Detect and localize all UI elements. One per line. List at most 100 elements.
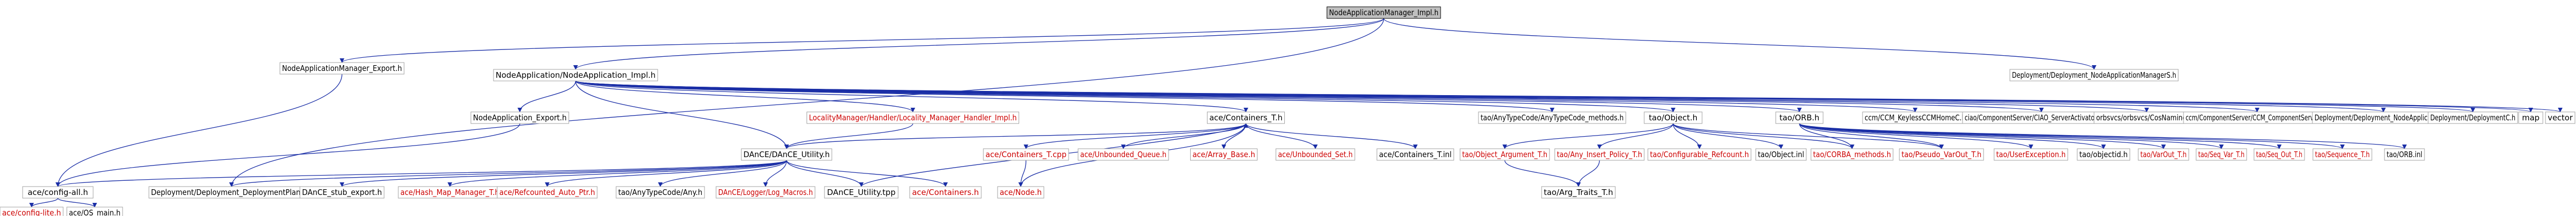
- node-box: [2196, 148, 2247, 161]
- node-containers-inl[interactable]: ace/Containers_T.inl: [1376, 148, 1454, 161]
- node-na-export[interactable]: NodeApplication_Export.h: [470, 111, 569, 124]
- node-containers-cpp[interactable]: ace/Containers_T.cpp: [983, 148, 1069, 161]
- node-box: [2545, 111, 2575, 124]
- node-ccm-keys[interactable]: ccm/CCM_KeylessCCMHomeC.h: [1862, 111, 1968, 124]
- node-anytypecode-any[interactable]: tao/AnyTypeCode/Any.h: [616, 186, 705, 199]
- node-label: tao/Sequence_T.h: [2315, 150, 2370, 160]
- node-dd-namS[interactable]: Deployment/Deployment_NodeApplicationMan…: [2009, 69, 2179, 81]
- node-containers[interactable]: ace/Containers_T.h: [1207, 111, 1285, 124]
- node-ace-containers[interactable]: ace/Containers.h: [909, 186, 982, 199]
- node-nam-export[interactable]: NodeApplicationManager_Export.h: [279, 62, 405, 75]
- node-box: [2384, 148, 2425, 161]
- node-corba-methods[interactable]: tao/CORBA_methods.h: [1810, 148, 1894, 161]
- edge-tao_object-to-object_argument: [1502, 123, 1674, 149]
- node-label: tao/Object_Argument_T.h: [1462, 150, 1547, 160]
- node-label: ace/Containers_T.cpp: [985, 150, 1066, 160]
- node-orbsvcs[interactable]: orbsvcs/orbsvcs/CosNamingC.h: [2094, 111, 2200, 124]
- edge-tao_object-to-pseudo_var_out: [1673, 123, 1944, 149]
- edges-layer: [29, 18, 2562, 208]
- node-unbounded-queue[interactable]: ace/Unbounded_Queue.h: [1078, 148, 1169, 161]
- node-ace-node[interactable]: ace/Node.h: [997, 186, 1044, 199]
- node-label: tao/objectid.h: [2079, 150, 2128, 159]
- node-unbounded-set[interactable]: ace/Unbounded_Set.h: [1275, 148, 1355, 161]
- node-label: tao/Seq_Out_T.h: [2256, 150, 2302, 160]
- edge-nai-to-ccm_cs: [575, 80, 2259, 112]
- node-dance-utility-tpp[interactable]: DAnCE_Utility.tpp: [824, 186, 899, 199]
- node-box: [983, 148, 1069, 161]
- edge-nai-to-dance_utility: [575, 80, 789, 149]
- node-refcounted-auto[interactable]: ace/Refcounted_Auto_Ptr.h: [497, 186, 598, 199]
- node-label: tao/Configurable_Refcount.h: [1650, 150, 1749, 160]
- node-config-lite[interactable]: ace/config-lite.h: [0, 207, 64, 216]
- node-box: [0, 207, 64, 216]
- node-object-inl[interactable]: tao/Object.inl: [1755, 148, 1807, 161]
- node-var-out[interactable]: tao/VarOut_T.h: [2138, 148, 2189, 161]
- node-box: [22, 186, 94, 199]
- edge-nai-to-ciao_server: [575, 80, 2044, 112]
- nodes-layer: NodeApplicationManager_Impl.hNodeApplica…: [0, 6, 2575, 216]
- edge-nai-to-na_export: [517, 80, 576, 112]
- node-any-insert[interactable]: tao/Any_Insert_Policy_T.h: [1554, 148, 1645, 161]
- edge-containers_cpp-to-ace_node: [1018, 160, 1027, 187]
- node-seq-var[interactable]: tao/Seq_Var_T.h: [2196, 148, 2247, 161]
- node-tao-object[interactable]: tao/Object.h: [1644, 111, 1703, 124]
- edge-nai-to-vector: [575, 80, 2562, 112]
- node-tao-orb[interactable]: tao/ORB.h: [1775, 111, 1824, 124]
- node-orb-inl[interactable]: tao/ORB.inl: [2384, 148, 2425, 161]
- edge-config_all-to-config_lite: [29, 198, 58, 208]
- node-anytypecode-methods[interactable]: tao/AnyTypeCode/AnyTypeCode_methods.h: [1478, 111, 1626, 124]
- node-dd-planc[interactable]: Deployment/Deployment_DeploymentPlanC.h: [148, 186, 315, 199]
- node-sequence-t[interactable]: tao/Sequence_T.h: [2312, 148, 2372, 161]
- node-dance-export[interactable]: DAnCE_stub_export.h: [299, 186, 385, 199]
- node-label: NodeApplicationManager_Export.h: [282, 64, 402, 74]
- edge-dance_utility-to-dance_logger: [763, 160, 787, 187]
- node-os-main[interactable]: ace/OS_main.h: [66, 207, 123, 216]
- node-label: ace/Refcounted_Auto_Ptr.h: [499, 188, 595, 198]
- node-seq-out[interactable]: tao/Seq_Out_T.h: [2253, 148, 2305, 161]
- node-pseudo-var-out[interactable]: tao/Pseudo_VarOut_T.h: [1899, 148, 1984, 161]
- node-map[interactable]: map: [2518, 111, 2543, 124]
- node-label: LocalityManager/Handler/Locality_Manager…: [809, 113, 1017, 123]
- node-box: [2312, 148, 2372, 161]
- node-ciao-server[interactable]: ciao/ComponentServer/CIAO_ServerActivato…: [1962, 111, 2121, 124]
- node-user-exception[interactable]: tao/UserException.h: [1994, 148, 2068, 161]
- node-box: [1541, 186, 1616, 199]
- edge-nai-to-orbsvcs: [575, 80, 2149, 112]
- edge-dance_utility-to-anytypecode_any: [658, 160, 787, 187]
- node-box: [807, 111, 1019, 124]
- node-root[interactable]: NodeApplicationManager_Impl.h: [1326, 6, 1441, 19]
- edge-tao_orb-to-var_out: [1799, 123, 2166, 149]
- node-box: [1190, 148, 1257, 161]
- edge-tao_orb-to-seq_var: [1799, 123, 2224, 149]
- node-box: [824, 186, 899, 199]
- edge-containers-to-containers_inl: [1245, 123, 1418, 149]
- node-dd-c[interactable]: Deployment/DeploymentC.h: [2428, 111, 2518, 124]
- node-dd-na[interactable]: Deployment/Deployment_NodeApplicationS.h: [2312, 111, 2455, 124]
- node-box: [741, 148, 832, 161]
- node-objectid[interactable]: tao/objectid.h: [2077, 148, 2130, 161]
- node-label: NodeApplicationManager_Impl.h: [1329, 8, 1438, 18]
- node-dance-utility[interactable]: DAnCE/DAnCE_Utility.h: [741, 148, 832, 161]
- node-box: [1478, 111, 1626, 124]
- node-lm-handler[interactable]: LocalityManager/Handler/Locality_Manager…: [807, 111, 1019, 124]
- node-box: [2518, 111, 2543, 124]
- node-box: [2428, 111, 2518, 124]
- node-configurable-refcount[interactable]: tao/Configurable_Refcount.h: [1647, 148, 1752, 161]
- node-vector[interactable]: vector: [2545, 111, 2575, 124]
- edge-dance_utility-to-hash_map: [447, 160, 787, 187]
- node-nai[interactable]: NodeApplication/NodeApplication_Impl.h: [493, 69, 658, 81]
- node-label: DAnCE/DAnCE_Utility.h: [743, 150, 830, 160]
- node-object-argument[interactable]: tao/Object_Argument_T.h: [1460, 148, 1550, 161]
- edge-tao_object-to-corba_methods: [1673, 123, 1855, 149]
- node-ccm-cs[interactable]: ccm/ComponentServer/CCM_ComponentServerC…: [2183, 111, 2331, 124]
- edge-dance_utility-to-dance_utility_tpp: [786, 160, 864, 187]
- node-dance-logger[interactable]: DAnCE/Logger/Log_Macros.h: [716, 186, 816, 199]
- node-array-base[interactable]: ace/Array_Base.h: [1190, 148, 1257, 161]
- node-box: [299, 186, 385, 199]
- node-arg-traits[interactable]: tao/Arg_Traits_T.h: [1541, 186, 1616, 199]
- node-hash-map[interactable]: ace/Hash_Map_Manager_T.h: [398, 186, 502, 199]
- node-label: ace/Node.h: [1000, 188, 1042, 197]
- node-box: [1994, 148, 2068, 161]
- node-box: [1554, 148, 1645, 161]
- node-config-all[interactable]: ace/config-all.h: [22, 186, 94, 199]
